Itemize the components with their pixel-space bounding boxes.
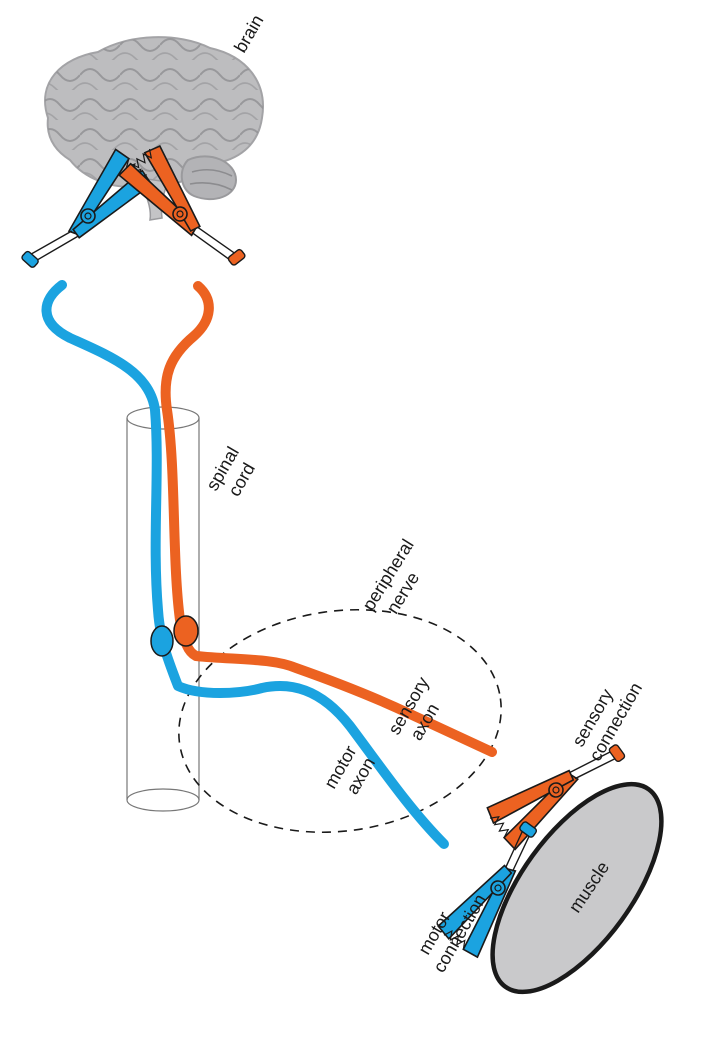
label-sensory-connection: sensory connection — [568, 679, 646, 764]
label-sensory-axon: sensory axon — [384, 673, 443, 743]
brain-cerebellum — [180, 155, 238, 201]
brain — [44, 36, 264, 221]
sensory-pathway-wire — [160, 281, 497, 757]
spinal-cord — [126, 406, 200, 812]
muscle — [490, 781, 664, 995]
label-peripheral-nerve: peripheral nerve — [358, 536, 423, 618]
peripheral-nerve-outline — [178, 608, 502, 834]
label-spinal-cord: spinal cord — [202, 443, 259, 500]
label-brain: brain — [230, 11, 267, 56]
motor-neuron-cell-body — [150, 625, 174, 657]
motor-muscle-clip-icon — [437, 821, 538, 959]
sensory-neuron-cell-body — [173, 615, 199, 647]
sensory-brain-clip-icon — [118, 144, 246, 266]
